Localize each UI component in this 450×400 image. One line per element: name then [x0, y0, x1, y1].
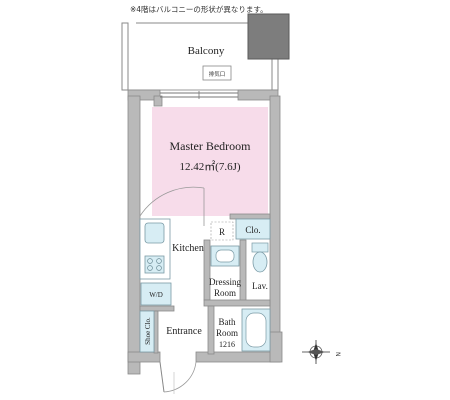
kitchen-label: Kitchen: [172, 243, 204, 254]
washer-label: W/D: [149, 291, 163, 299]
sink-icon: [144, 222, 165, 244]
closet: [235, 218, 271, 240]
dressing-vanity: [210, 245, 240, 267]
toilet: [251, 242, 269, 273]
bedroom-title: Master Bedroom: [170, 139, 252, 153]
bath-label-2: Room: [216, 328, 238, 338]
compass-north-label: N: [334, 352, 341, 357]
bath-label-1: Bath: [219, 317, 236, 327]
vent-tag-label: 排気口: [209, 70, 226, 78]
entrance-label: Entrance: [166, 326, 202, 337]
outer-walls: [127, 89, 283, 375]
kitchen-counter: [139, 218, 171, 280]
closet-label: Clo.: [245, 225, 260, 235]
basin-icon: [215, 249, 235, 263]
vent-tag: [202, 65, 232, 81]
bath-size: 1216: [219, 340, 235, 349]
bathtub: [241, 308, 271, 352]
entrance-door: [159, 361, 197, 394]
dressing-label-1: Dressing: [209, 277, 241, 287]
lavatory-label: Lav.: [252, 281, 268, 291]
balcony: [121, 13, 290, 91]
compass-icon: [302, 340, 330, 364]
washer-dryer: [140, 282, 172, 306]
toilet-icon: [252, 251, 268, 273]
shoe-closet-label: Shoe Clo.: [144, 317, 152, 345]
refrigerator-label: R: [219, 227, 225, 237]
balcony-label: Balcony: [188, 45, 225, 57]
bedroom-door: [139, 186, 205, 226]
shoe-closet: [139, 310, 155, 353]
balcony-note: ※4階はバルコニーの形状が異なります。: [130, 4, 268, 14]
master-bedroom: [152, 107, 268, 216]
bedroom-window: [160, 91, 238, 99]
pipe-space-box: [247, 13, 290, 60]
interior-walls: [139, 213, 271, 355]
bedroom-size: 12.42㎡(7.6J): [179, 160, 240, 173]
refrigerator-space: [210, 221, 234, 241]
stove-icon: [144, 255, 165, 274]
dressing-label-2: Room: [214, 288, 236, 298]
